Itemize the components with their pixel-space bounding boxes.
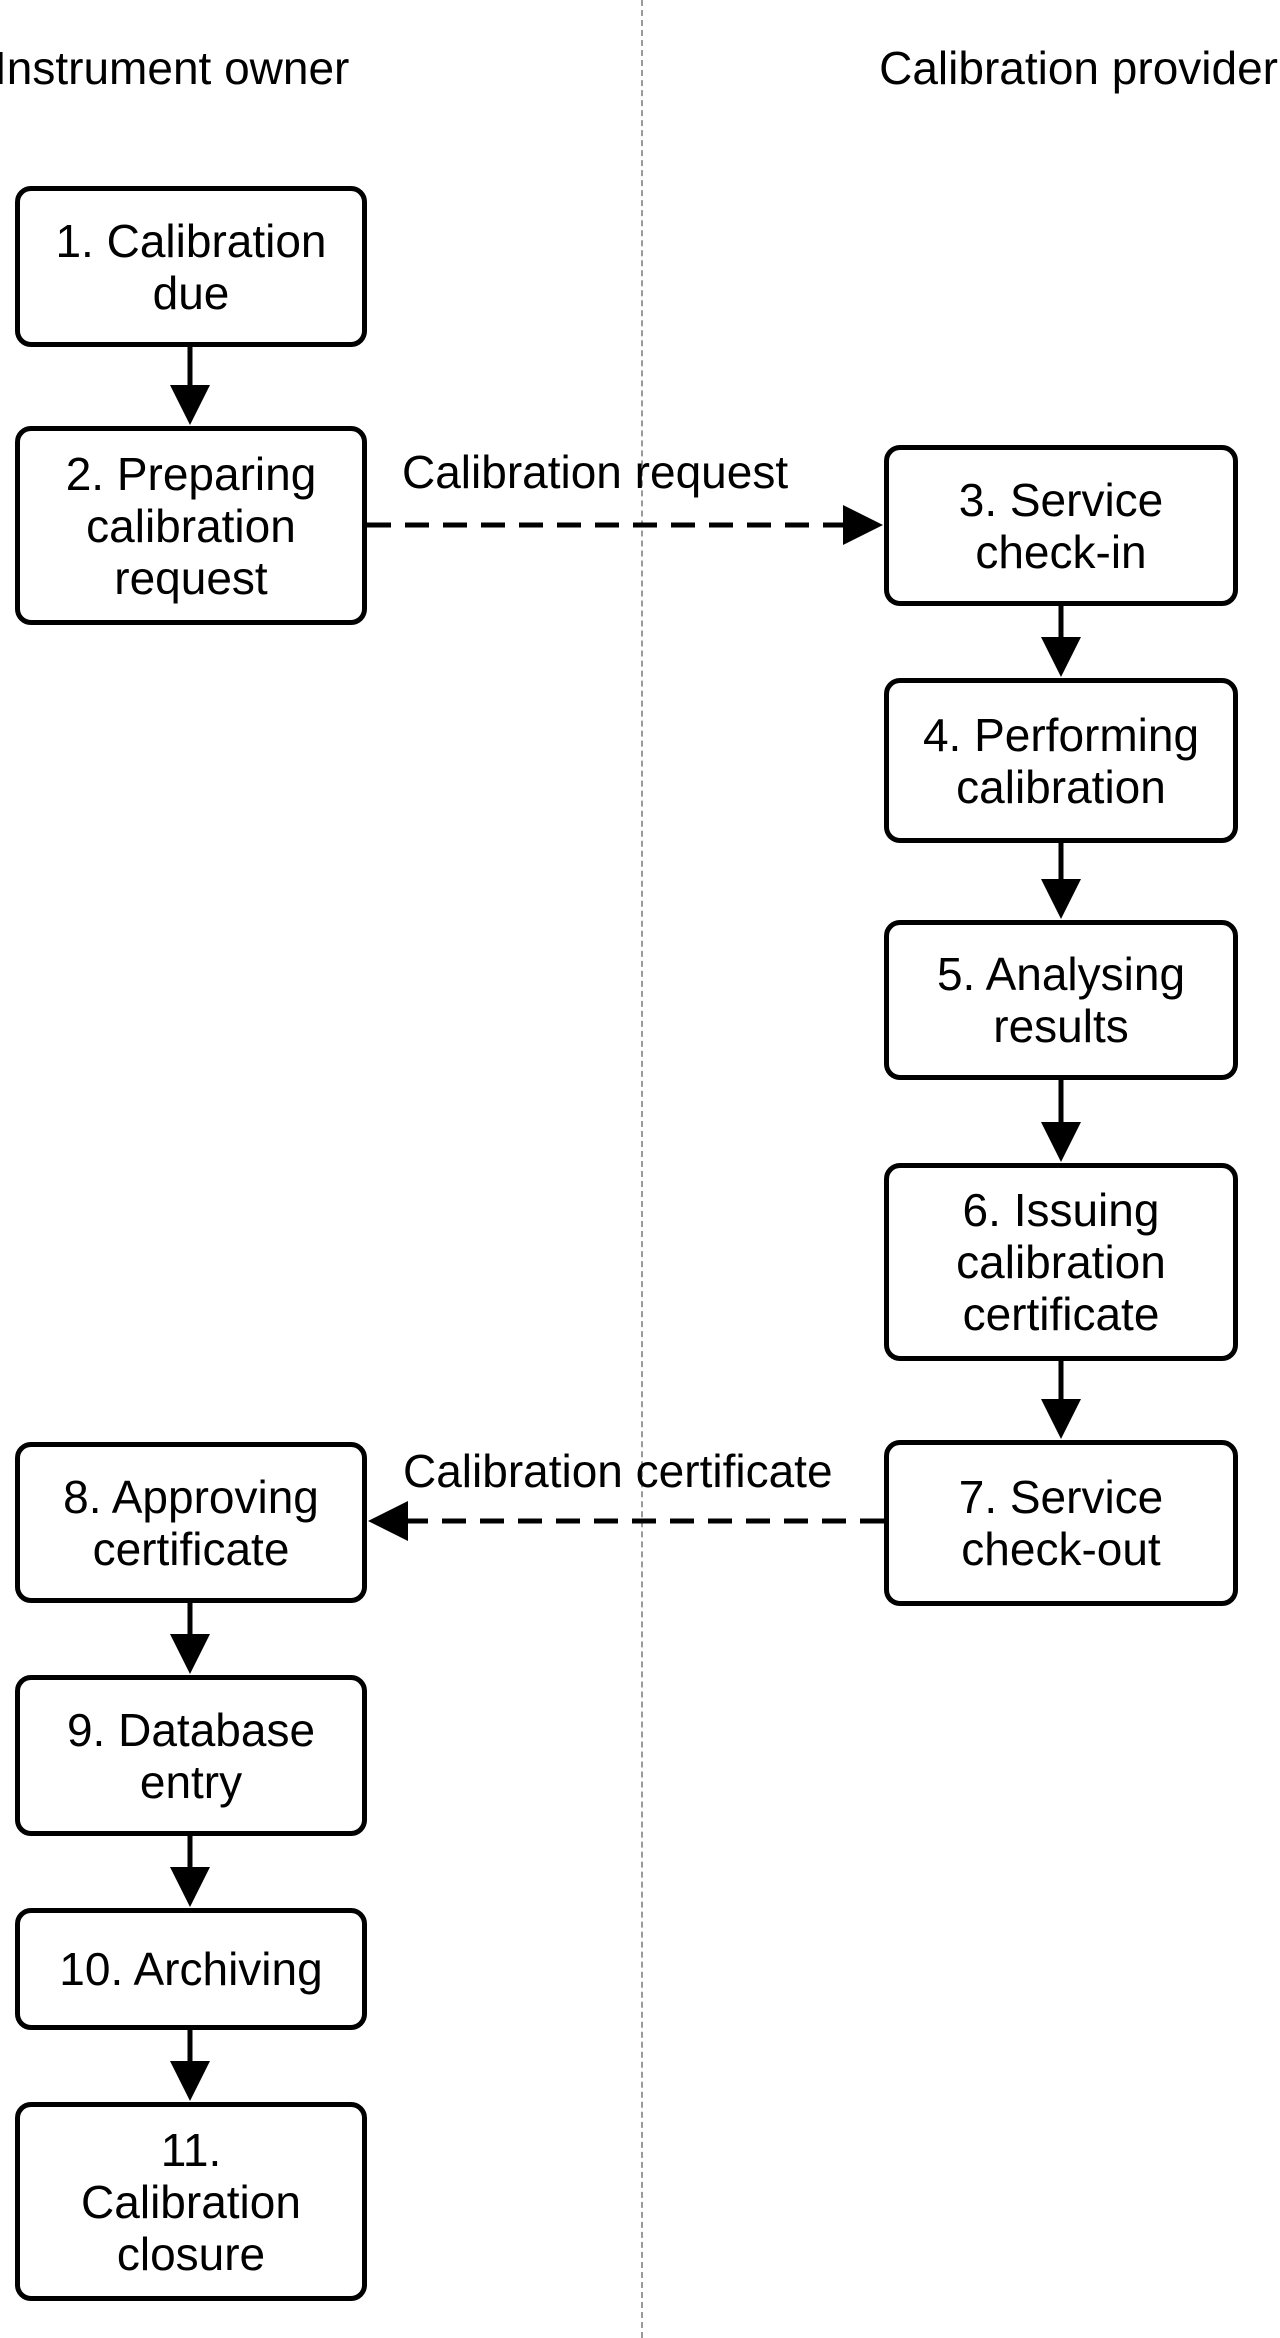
step-label: 5. Analysing results [936, 948, 1186, 1052]
swimlane-divider [641, 0, 643, 2338]
step-service-check-out: 7. Service check-out [884, 1440, 1238, 1606]
lane-title-instrument-owner: Instrument owner [0, 42, 350, 94]
step-label: 3. Service check-in [958, 473, 1164, 578]
step-label: 4. Performing calibration [922, 708, 1200, 813]
message-label-calibration-certificate: Calibration certificate [403, 1445, 833, 1497]
step-database-entry: 9. Database entry [15, 1675, 367, 1836]
step-calibration-due: 1. Calibration due [15, 186, 367, 347]
step-label: 10. Archiving [59, 1943, 323, 1995]
step-label: 7. Service check-out [958, 1471, 1164, 1575]
step-label: 6. Issuing calibration certificate [956, 1184, 1166, 1340]
step-label: 2. Preparing calibration request [65, 447, 317, 604]
message-label-calibration-request: Calibration request [402, 446, 789, 498]
step-label: 9. Database entry [66, 1703, 316, 1808]
step-label: 1. Calibration due [55, 214, 327, 319]
lane-title-calibration-provider: Calibration provider [879, 42, 1278, 94]
step-preparing-calibration-request: 2. Preparing calibration request [15, 426, 367, 625]
step-calibration-closure: 11. Calibration closure [15, 2102, 367, 2301]
step-performing-calibration: 4. Performing calibration [884, 678, 1238, 843]
step-approving-certificate: 8. Approving certificate [15, 1442, 367, 1603]
step-service-check-in: 3. Service check-in [884, 445, 1238, 606]
step-label: 11. Calibration closure [81, 2123, 301, 2280]
step-label: 8. Approving certificate [63, 1470, 319, 1575]
step-archiving: 10. Archiving [15, 1908, 367, 2030]
step-analysing-results: 5. Analysing results [884, 920, 1238, 1080]
step-issuing-calibration-certificate: 6. Issuing calibration certificate [884, 1163, 1238, 1361]
